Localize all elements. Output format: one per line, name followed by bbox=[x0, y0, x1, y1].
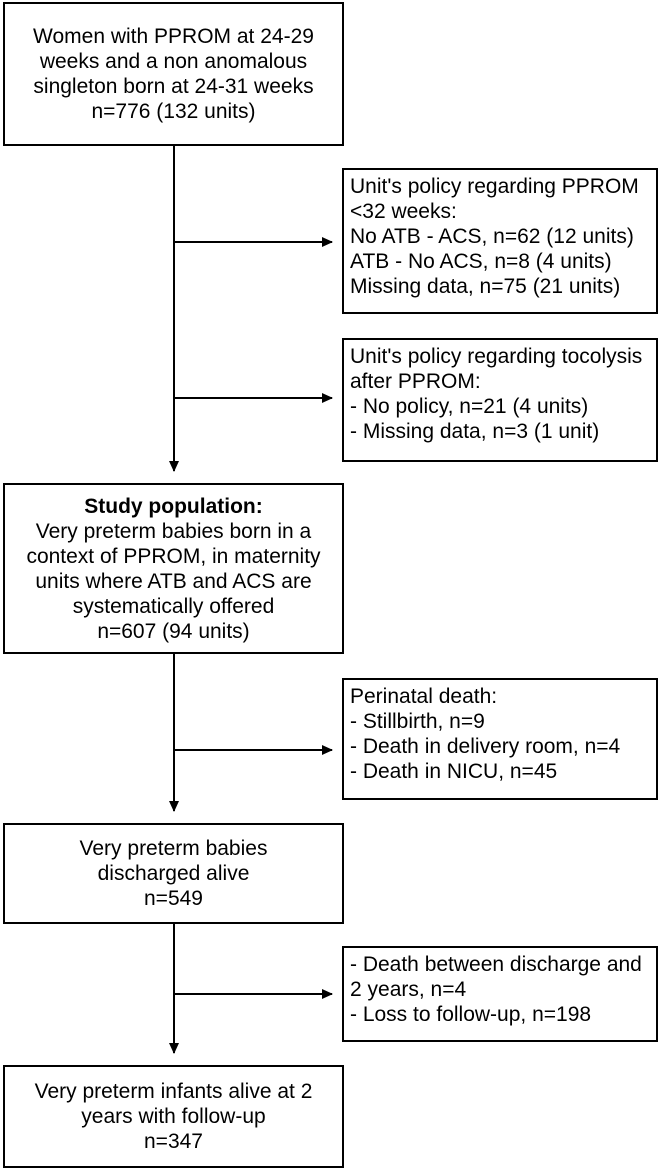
excl-toco-line-3: - No policy, n=21 (4 units) bbox=[350, 395, 589, 418]
discharged-line-2: discharged alive bbox=[97, 862, 250, 885]
study-heading: Study population: bbox=[84, 494, 263, 518]
excl-atb-line-3: No ATB - ACS, n=62 (12 units) bbox=[350, 225, 634, 248]
excl-death-line-3: - Death in delivery room, n=4 bbox=[350, 735, 621, 758]
final-line-1: Very preterm infants alive at 2 bbox=[34, 1080, 313, 1103]
excl-atb-line-4: ATB - No ACS, n=8 (4 units) bbox=[350, 250, 612, 273]
start-line-2: weeks and a non anomalous bbox=[39, 50, 308, 73]
discharged-line-3: n=549 bbox=[144, 887, 203, 910]
excl-atb-line-1: Unit's policy regarding PPROM bbox=[350, 175, 639, 198]
excl-death-line-4: - Death in NICU, n=45 bbox=[350, 760, 558, 783]
excl-death-line-1: Perinatal death: bbox=[350, 685, 498, 708]
excl-toco-line-2: after PPROM: bbox=[350, 370, 481, 393]
exclusion-followup-box: - Death between discharge and 2 years, n… bbox=[342, 946, 658, 1042]
excl-death-line-2: - Stillbirth, n=9 bbox=[350, 710, 485, 733]
start-line-3: singleton born at 24-31 weeks bbox=[33, 75, 314, 98]
start-line-1: Women with PPROM at 24-29 bbox=[33, 25, 314, 48]
study-population-box: Study population: Very preterm babies bo… bbox=[3, 483, 344, 654]
study-line-3: units where ATB and ACS are bbox=[35, 569, 312, 593]
study-line-1: Very preterm babies born in a bbox=[35, 519, 312, 543]
start-box: Women with PPROM at 24-29 weeks and a no… bbox=[3, 2, 344, 146]
discharged-box: Very preterm babies discharged alive n=5… bbox=[3, 823, 344, 924]
final-line-3: n=347 bbox=[144, 1130, 203, 1153]
excl-atb-line-5: Missing data, n=75 (21 units) bbox=[350, 275, 621, 298]
exclusion-death-box: Perinatal death: - Stillbirth, n=9 - Dea… bbox=[342, 678, 658, 800]
excl-toco-line-4: - Missing data, n=3 (1 unit) bbox=[350, 420, 600, 443]
discharged-line-1: Very preterm babies bbox=[79, 837, 268, 860]
excl-followup-line-3: - Loss to follow-up, n=198 bbox=[350, 1003, 592, 1026]
excl-followup-line-1: - Death between discharge and bbox=[350, 953, 642, 976]
final-line-2: years with follow-up bbox=[81, 1105, 266, 1128]
excl-atb-line-2: <32 weeks: bbox=[350, 200, 457, 223]
excl-toco-line-1: Unit's policy regarding tocolysis bbox=[350, 345, 643, 368]
exclusion-atb-box: Unit's policy regarding PPROM <32 weeks:… bbox=[342, 168, 658, 314]
study-line-2: context of PPROM, in maternity bbox=[26, 544, 321, 568]
exclusion-tocolysis-box: Unit's policy regarding tocolysis after … bbox=[342, 338, 658, 462]
study-line-5: n=607 (94 units) bbox=[97, 619, 250, 643]
excl-followup-line-2: 2 years, n=4 bbox=[350, 978, 467, 1001]
final-box: Very preterm infants alive at 2 years wi… bbox=[3, 1065, 344, 1168]
start-line-4: n=776 (132 units) bbox=[91, 100, 256, 123]
study-line-4: systematically offered bbox=[72, 594, 275, 618]
